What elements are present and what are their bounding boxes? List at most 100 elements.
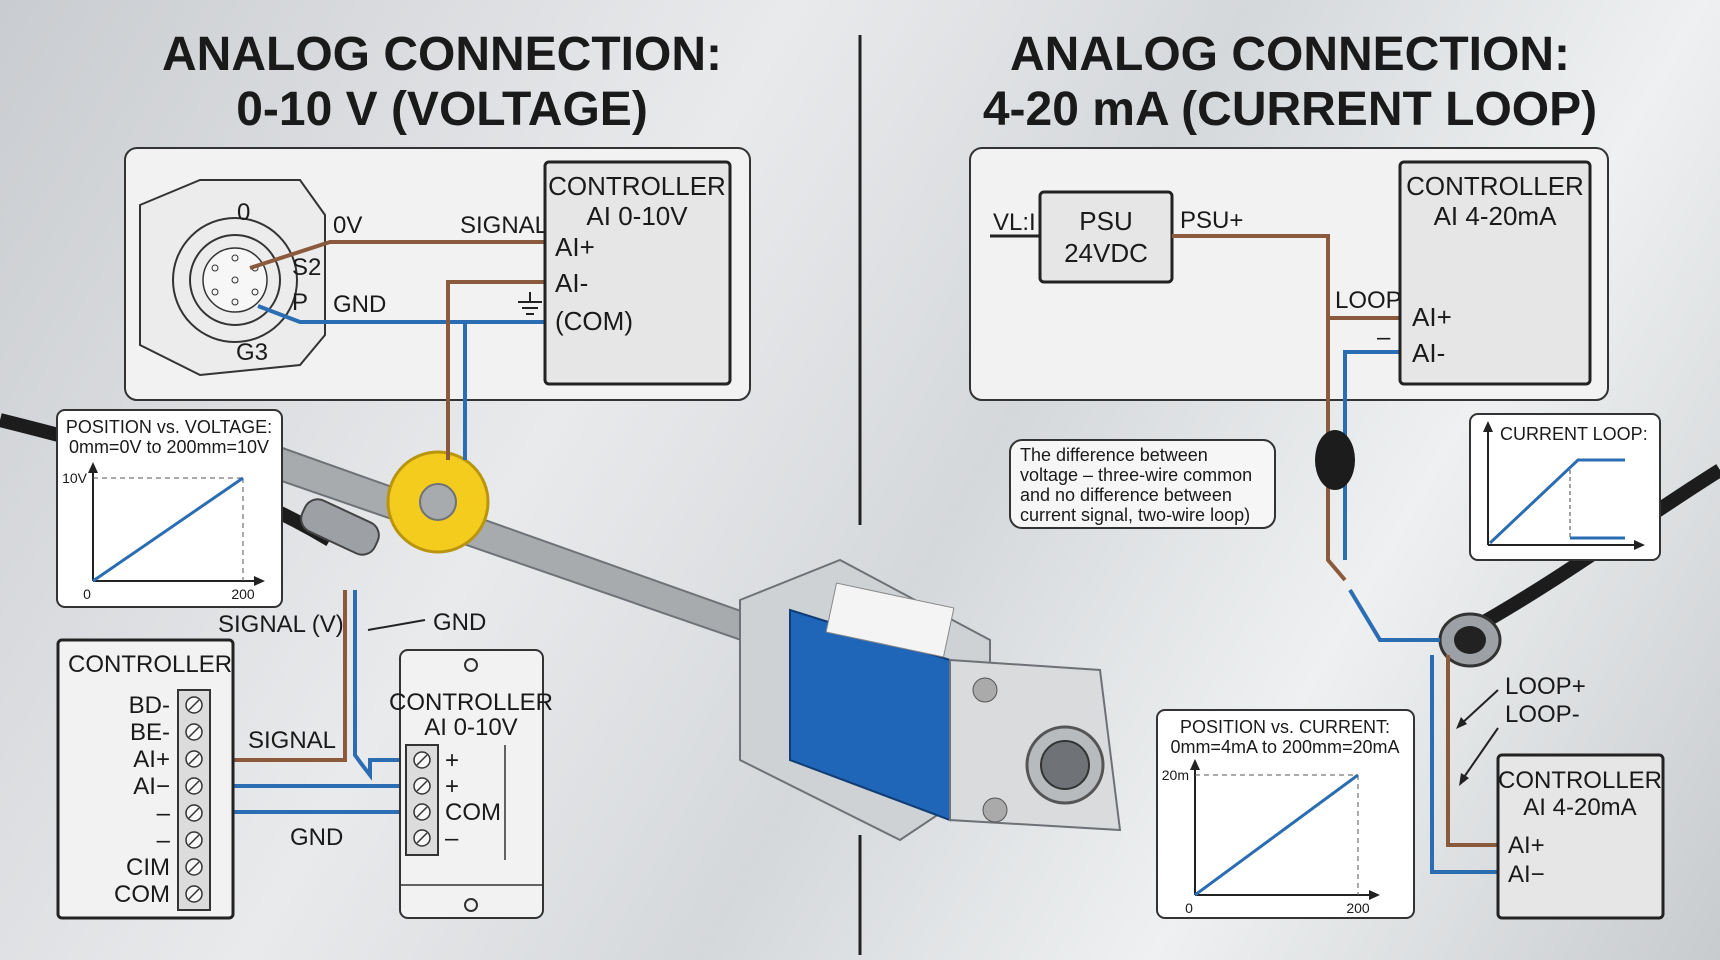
connector-pins (211, 254, 259, 306)
small-controller-top-hole (464, 658, 478, 672)
left-controller-ai-plus: AI+ (555, 232, 595, 262)
wire-label-signal: SIGNAL (460, 212, 548, 239)
voltage-chart-panel (56, 409, 283, 608)
blue-wire-to-connector (1348, 588, 1440, 642)
terminal-screw-slot-6 (188, 861, 200, 873)
right-controller2-subtitle: AI 4-20mA (1523, 794, 1636, 821)
signal-v-wire-brown (210, 590, 347, 762)
signal-label: SIGNAL (248, 727, 336, 754)
current-loop-panel (1469, 413, 1661, 561)
right-controller2-box (1496, 753, 1665, 920)
cable-gland (1315, 430, 1355, 490)
small-terminal-label-2: COM (445, 799, 501, 826)
current-chart-title1: POSITION vs. CURRENT: (1180, 717, 1390, 737)
right-connector-face (1454, 626, 1486, 654)
right-controller-title: CONTROLLER (1406, 171, 1584, 201)
left-m12-connector (300, 498, 380, 556)
current-chart-panel (1156, 709, 1415, 919)
loop-minus-arrowhead (1459, 773, 1469, 786)
terminal-label-5: – (157, 827, 171, 854)
terminal-controller-title: CONTROLLER (68, 651, 232, 678)
terminal-strip (177, 689, 211, 911)
small-controller-title: CONTROLLER (389, 689, 553, 716)
sensor-screw-2 (982, 797, 1008, 823)
left-controller-ai-minus: AI- (555, 268, 588, 298)
right-controller2-ai-plus: AI+ (1508, 832, 1545, 859)
terminal-screw-slot-7 (188, 888, 200, 900)
voltage-chart-title2: 0mm=0V to 200mm=10V (69, 437, 269, 457)
loop-plus-arrowhead (1456, 717, 1467, 729)
terminal-label-2: AI+ (133, 746, 170, 773)
right-controller2-title: CONTROLLER (1498, 767, 1662, 794)
voltage-chart-y-arrow (88, 462, 98, 473)
small-terminal-label-1: + (445, 773, 459, 800)
note-line-3: and no difference between (1020, 485, 1232, 505)
terminal-screw-slot-2 (188, 753, 200, 765)
current-chart-x-tick-label-1: 200 (1346, 900, 1370, 916)
current-loop-curve (1488, 458, 1625, 545)
terminal-label-7: COM (114, 881, 170, 908)
voltage-chart-title1: POSITION vs. VOLTAGE: (66, 417, 272, 437)
terminal-label-3: AI− (133, 773, 170, 800)
right-controller-box (1398, 160, 1592, 386)
note-line-2: voltage – three-wire common (1020, 465, 1252, 485)
note-line-4: current signal, two-wire loop) (1020, 505, 1250, 525)
gnd-pointer-line (367, 619, 426, 631)
voltage-chart-series-line (92, 476, 244, 583)
current-loop-title: CURRENT LOOP: (1500, 424, 1648, 444)
loop-plus-label: LOOP+ (1505, 673, 1586, 700)
pin-label-s2: S2 (292, 254, 321, 281)
left-controller-box (543, 160, 732, 386)
terminal-screw-slot-4 (188, 807, 200, 819)
terminal-label-4: – (157, 800, 171, 827)
current-loop-x-arrow (1634, 540, 1645, 550)
right-title-line1: ANALOG CONNECTION: (1010, 28, 1570, 81)
ai-minus-wire-blue-right (1343, 350, 1400, 560)
right-controller2-ai-minus: AI− (1508, 861, 1545, 888)
small-terminal-screw-slot-0 (416, 754, 428, 766)
ai-minus-wire-brown (446, 280, 545, 460)
difference-note-box (1009, 439, 1276, 529)
small-terminal-screw-slot-2 (416, 806, 428, 818)
loop-plus-pointer (1459, 689, 1499, 726)
left-controller-title: CONTROLLER (548, 171, 726, 201)
left-controller-com: (COM) (555, 306, 633, 336)
sensor-label-sticker (825, 582, 955, 658)
terminal-screw-slot-5 (188, 834, 200, 846)
psu-plus-label: PSU+ (1180, 207, 1243, 234)
terminal-screw-slot-0 (188, 699, 200, 711)
pin-label-0: 0 (237, 199, 250, 226)
small-terminal-label-3: – (445, 825, 459, 852)
current-chart-y-tick-label: 20m (1162, 767, 1189, 783)
small-terminal-screw-slot-3 (416, 832, 428, 844)
terminal-label-1: BE- (130, 719, 170, 746)
left-controller-subtitle: AI 0-10V (586, 201, 688, 231)
small-terminal-label-0: + (445, 747, 459, 774)
right-controller-ai-minus: AI- (1412, 338, 1445, 368)
ground-symbol (518, 292, 542, 315)
current-chart: 20m 0 200 (1162, 759, 1380, 916)
psu-title: PSU (1079, 206, 1132, 236)
pin-label-g3: G3 (236, 339, 268, 366)
sensor-socket-pins (1040, 740, 1090, 790)
gnd-v-wire-blue (353, 590, 410, 781)
small-controller-rows: ++COM– (413, 747, 501, 852)
terminal-screw-slot-3 (188, 780, 200, 792)
loop-minus-label: LOOP- (1505, 701, 1580, 728)
small-terminal-screw-slot-1 (416, 780, 428, 792)
right-title-line2: 4-20 mA (CURRENT LOOP) (983, 83, 1597, 136)
pin-label-p: P (292, 289, 308, 316)
voltage-chart-x-tick-label-0: 0 (83, 586, 91, 602)
current-chart-x-tick-label-0: 0 (1185, 900, 1193, 916)
gnd-v-label: GND (433, 609, 486, 636)
loop-plus-wire-brown (1446, 655, 1498, 847)
brown-wire-lower (1326, 490, 1347, 582)
left-title-line1: ANALOG CONNECTION: (162, 28, 722, 81)
right-controller-subtitle: AI 4-20mA (1434, 201, 1557, 231)
signal-v-label: SIGNAL (V) (218, 611, 344, 638)
terminal-label-6: CIM (126, 854, 170, 881)
loop-minus-wire-blue (1430, 655, 1498, 874)
